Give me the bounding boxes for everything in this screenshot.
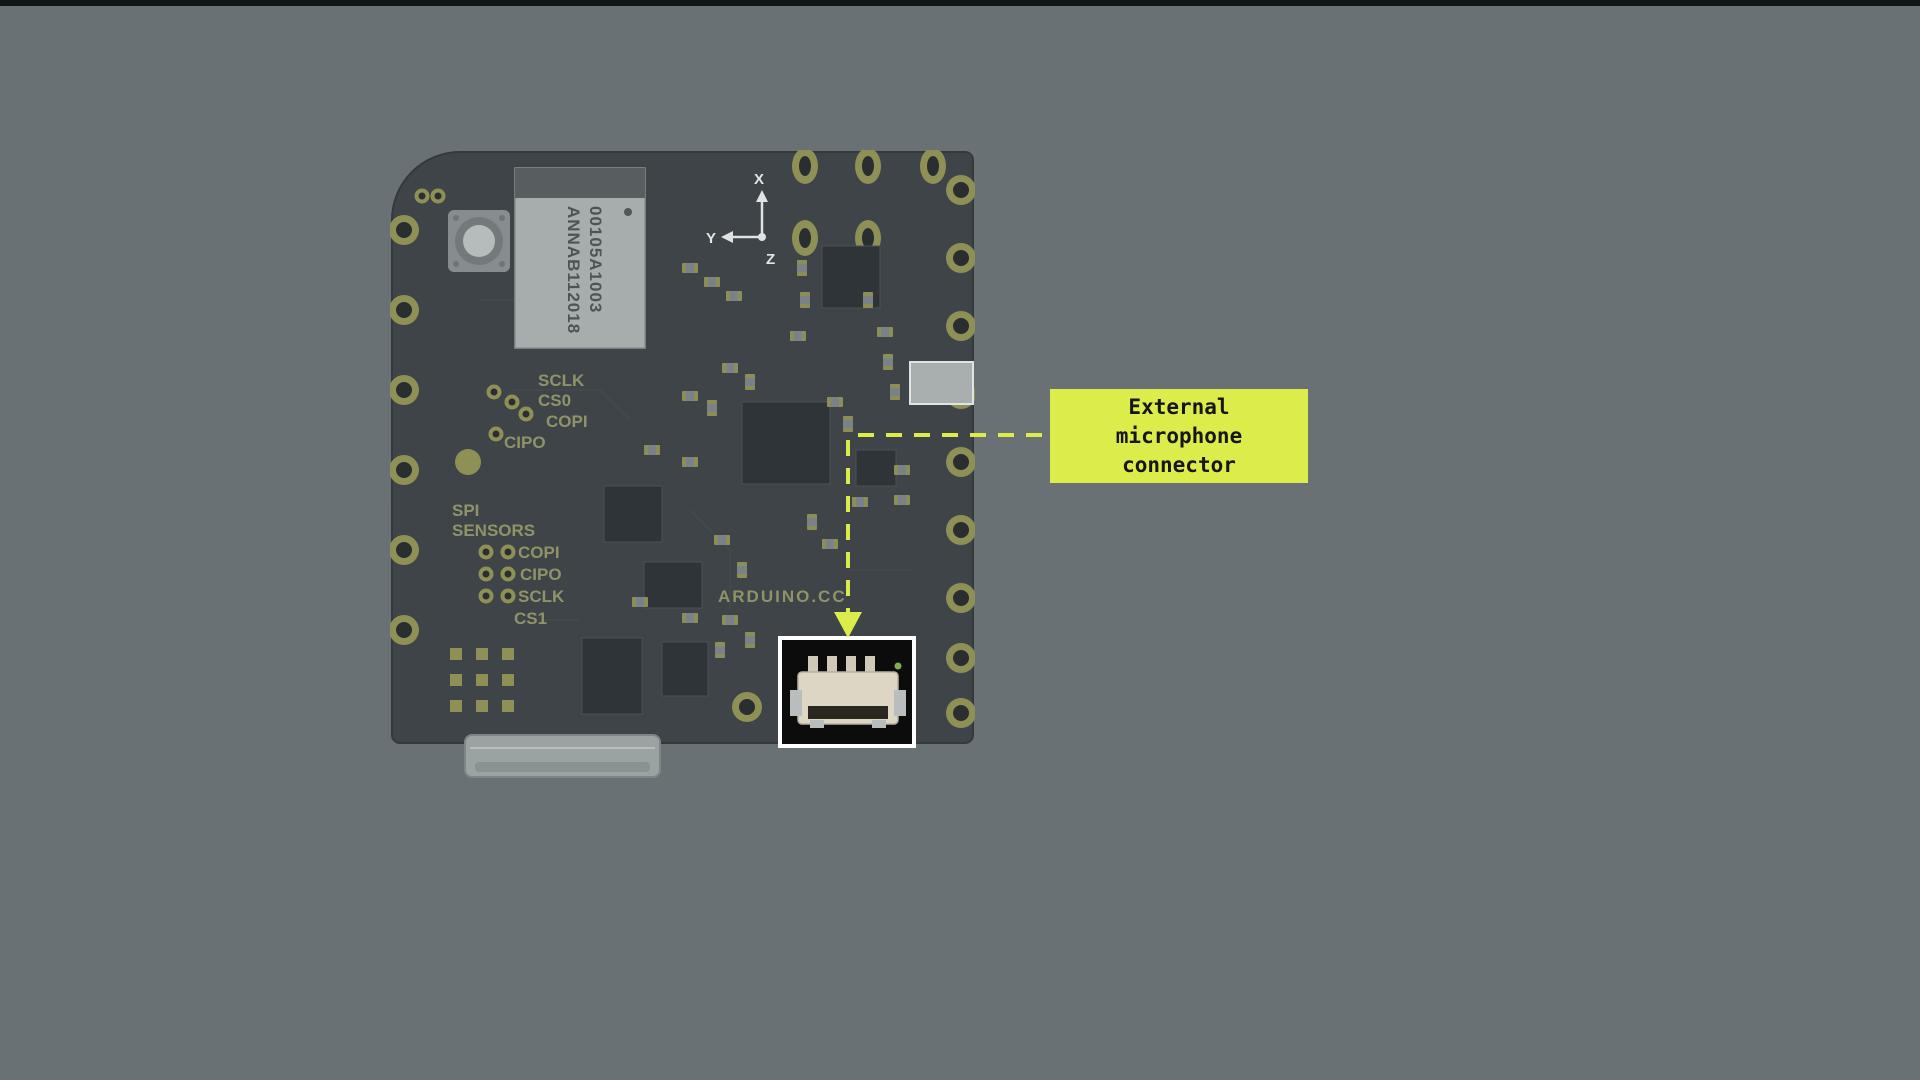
- radio-module-shield: ANNAB112018 00105A1003: [514, 167, 646, 349]
- label-cipo0: CIPO: [504, 433, 546, 452]
- reset-button: [448, 210, 510, 272]
- label-cs1: CS1: [514, 609, 547, 628]
- axis-x-label: X: [754, 171, 764, 188]
- module-marking-line2: 00105A1003: [586, 206, 605, 313]
- label-copi0: COPI: [546, 412, 588, 431]
- vias-and-fiducials: [414, 188, 762, 722]
- usb-connector: [464, 734, 661, 778]
- annotation-callout: External microphone connector: [1050, 389, 1308, 483]
- label-spi: SPI: [452, 501, 479, 520]
- top-edge-strip: [0, 0, 1920, 6]
- label-cs0: CS0: [538, 391, 571, 410]
- axis-y-label: Y: [706, 230, 716, 247]
- label-sclk1: SCLK: [518, 587, 565, 606]
- annotation-text-line2: microphone: [1115, 423, 1243, 448]
- brand-silkscreen: ARDUINO.CC: [718, 587, 847, 606]
- label-copi1: COPI: [518, 543, 560, 562]
- annotation-text-line3: connector: [1122, 452, 1236, 477]
- bottom-left-pad-cluster: [450, 648, 514, 712]
- antenna-tab: [909, 361, 974, 405]
- axis-indicator: X Y Z: [706, 171, 775, 268]
- pcb-board-illustration: ANNAB112018 00105A1003: [390, 150, 975, 778]
- label-cipo1: CIPO: [520, 565, 562, 584]
- ic-chips: [581, 245, 897, 715]
- spi0-silkscreen: SCLK CS0 COPI CIPO: [486, 371, 588, 452]
- label-sclk0: SCLK: [538, 371, 585, 390]
- label-sensors: SENSORS: [452, 521, 535, 540]
- mic-connector-highlight: [778, 636, 916, 748]
- annotation-text-line1: External: [1128, 394, 1230, 419]
- module-marking-line1: ANNAB112018: [564, 206, 583, 334]
- spi-sensors-silkscreen: SPI SENSORS COPI CIPO SCLK CS1: [452, 501, 565, 628]
- axis-z-label: Z: [766, 251, 775, 268]
